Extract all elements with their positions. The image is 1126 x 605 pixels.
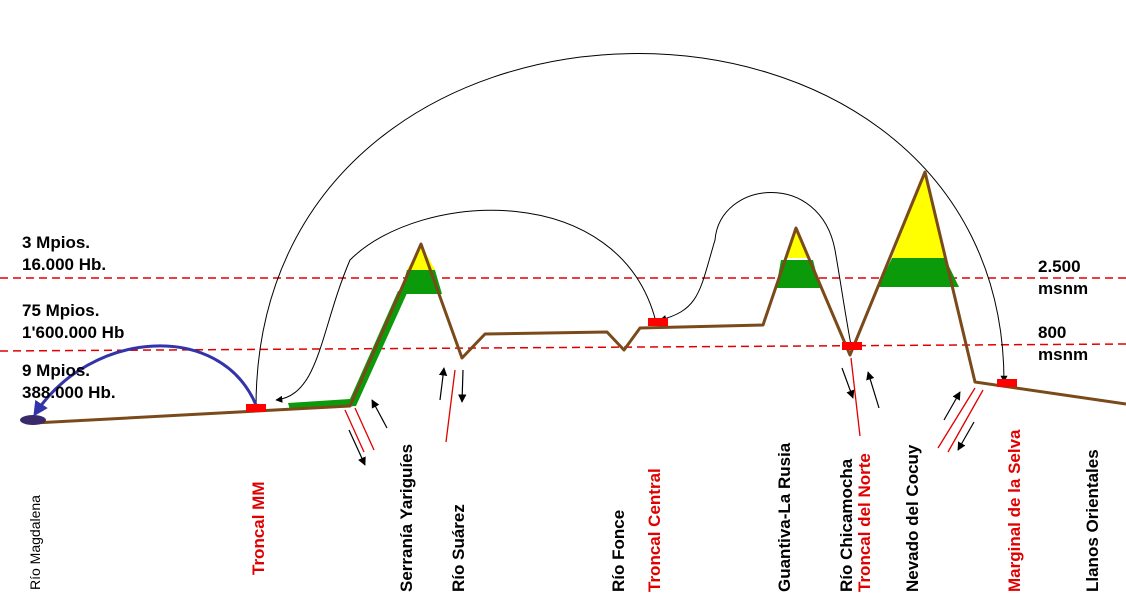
arc-troncal-mm-central	[275, 209, 657, 403]
selva-up-arrow	[943, 391, 961, 421]
label-troncal-mm: Troncal MM	[249, 481, 268, 575]
label-rio-magdalena: Río Magdalena	[27, 495, 43, 590]
label-rio-chicamocha: Río Chicamocha	[837, 458, 856, 592]
troncal-central-marker	[648, 318, 668, 326]
altitude-2500-value: 2.500	[1038, 257, 1081, 276]
cocuy-forest-band	[878, 258, 959, 287]
rio-magdalena-basin	[20, 415, 46, 425]
altitude-2500-unit: msnm	[1038, 279, 1088, 298]
stat-1-habitantes: 16.000 Hb.	[22, 255, 106, 274]
chicamocha-redline	[850, 357, 861, 437]
label-troncal-central: Troncal Central	[645, 468, 664, 592]
suarez-left-redline	[344, 409, 365, 453]
stat-3-habitantes: 388.000 Hb.	[22, 383, 116, 402]
suarez-down-arrow	[348, 429, 366, 466]
arc-central-norte	[659, 192, 853, 351]
label-serrania-yariguies: Serranía Yariguíes	[397, 444, 416, 592]
selva-redline-2	[947, 389, 984, 453]
stat-2-habitantes: 1'600.000 Hb	[22, 323, 124, 342]
stat-1-municipios: 3 Mpios.	[22, 233, 90, 252]
label-marginal-selva: Marginal de la Selva	[1005, 429, 1024, 592]
altitude-800-value: 800	[1038, 323, 1066, 342]
cocuy-paramo-band	[892, 172, 945, 258]
stat-2-municipios: 75 Mpios.	[22, 301, 99, 320]
yariguies-up-arrow	[438, 367, 448, 401]
troncal-mm-marker	[246, 404, 266, 412]
label-troncal-norte: Troncal del Norte	[855, 453, 874, 592]
chicamocha-down-arrow	[841, 367, 855, 399]
altitude-800-unit: msnm	[1038, 345, 1088, 364]
label-rio-suarez: Río Suárez	[449, 504, 468, 592]
yariguies-redline	[445, 369, 456, 443]
label-llanos-orientales: Llanos Orientales	[1083, 449, 1102, 592]
selva-redline	[937, 387, 976, 449]
terrain-profile	[33, 170, 1126, 425]
yariguies-down-arrow	[458, 369, 467, 403]
label-rio-fonce: Río Fonce	[609, 510, 628, 592]
magdalena-slope-forest	[288, 291, 408, 410]
label-nevado-cocuy: Nevado del Cocuy	[903, 444, 922, 592]
suarez-up-arrow	[371, 399, 388, 429]
selva-down-arrow	[957, 421, 975, 451]
guantiva-paramo-band	[785, 228, 809, 258]
chicamocha-up-arrow	[866, 371, 880, 409]
troncal-norte-marker	[842, 342, 862, 350]
stat-3-municipios: 9 Mpios.	[22, 361, 90, 380]
guantiva-forest-band	[776, 260, 820, 288]
arc-magdalena-river	[33, 344, 258, 417]
marginal-selva-marker	[997, 379, 1017, 387]
arc-troncal-mm-marginal	[255, 53, 1008, 408]
suarez-left-redline-2	[354, 407, 375, 451]
label-guantiva: Guantiva-La Rusia	[775, 442, 794, 592]
